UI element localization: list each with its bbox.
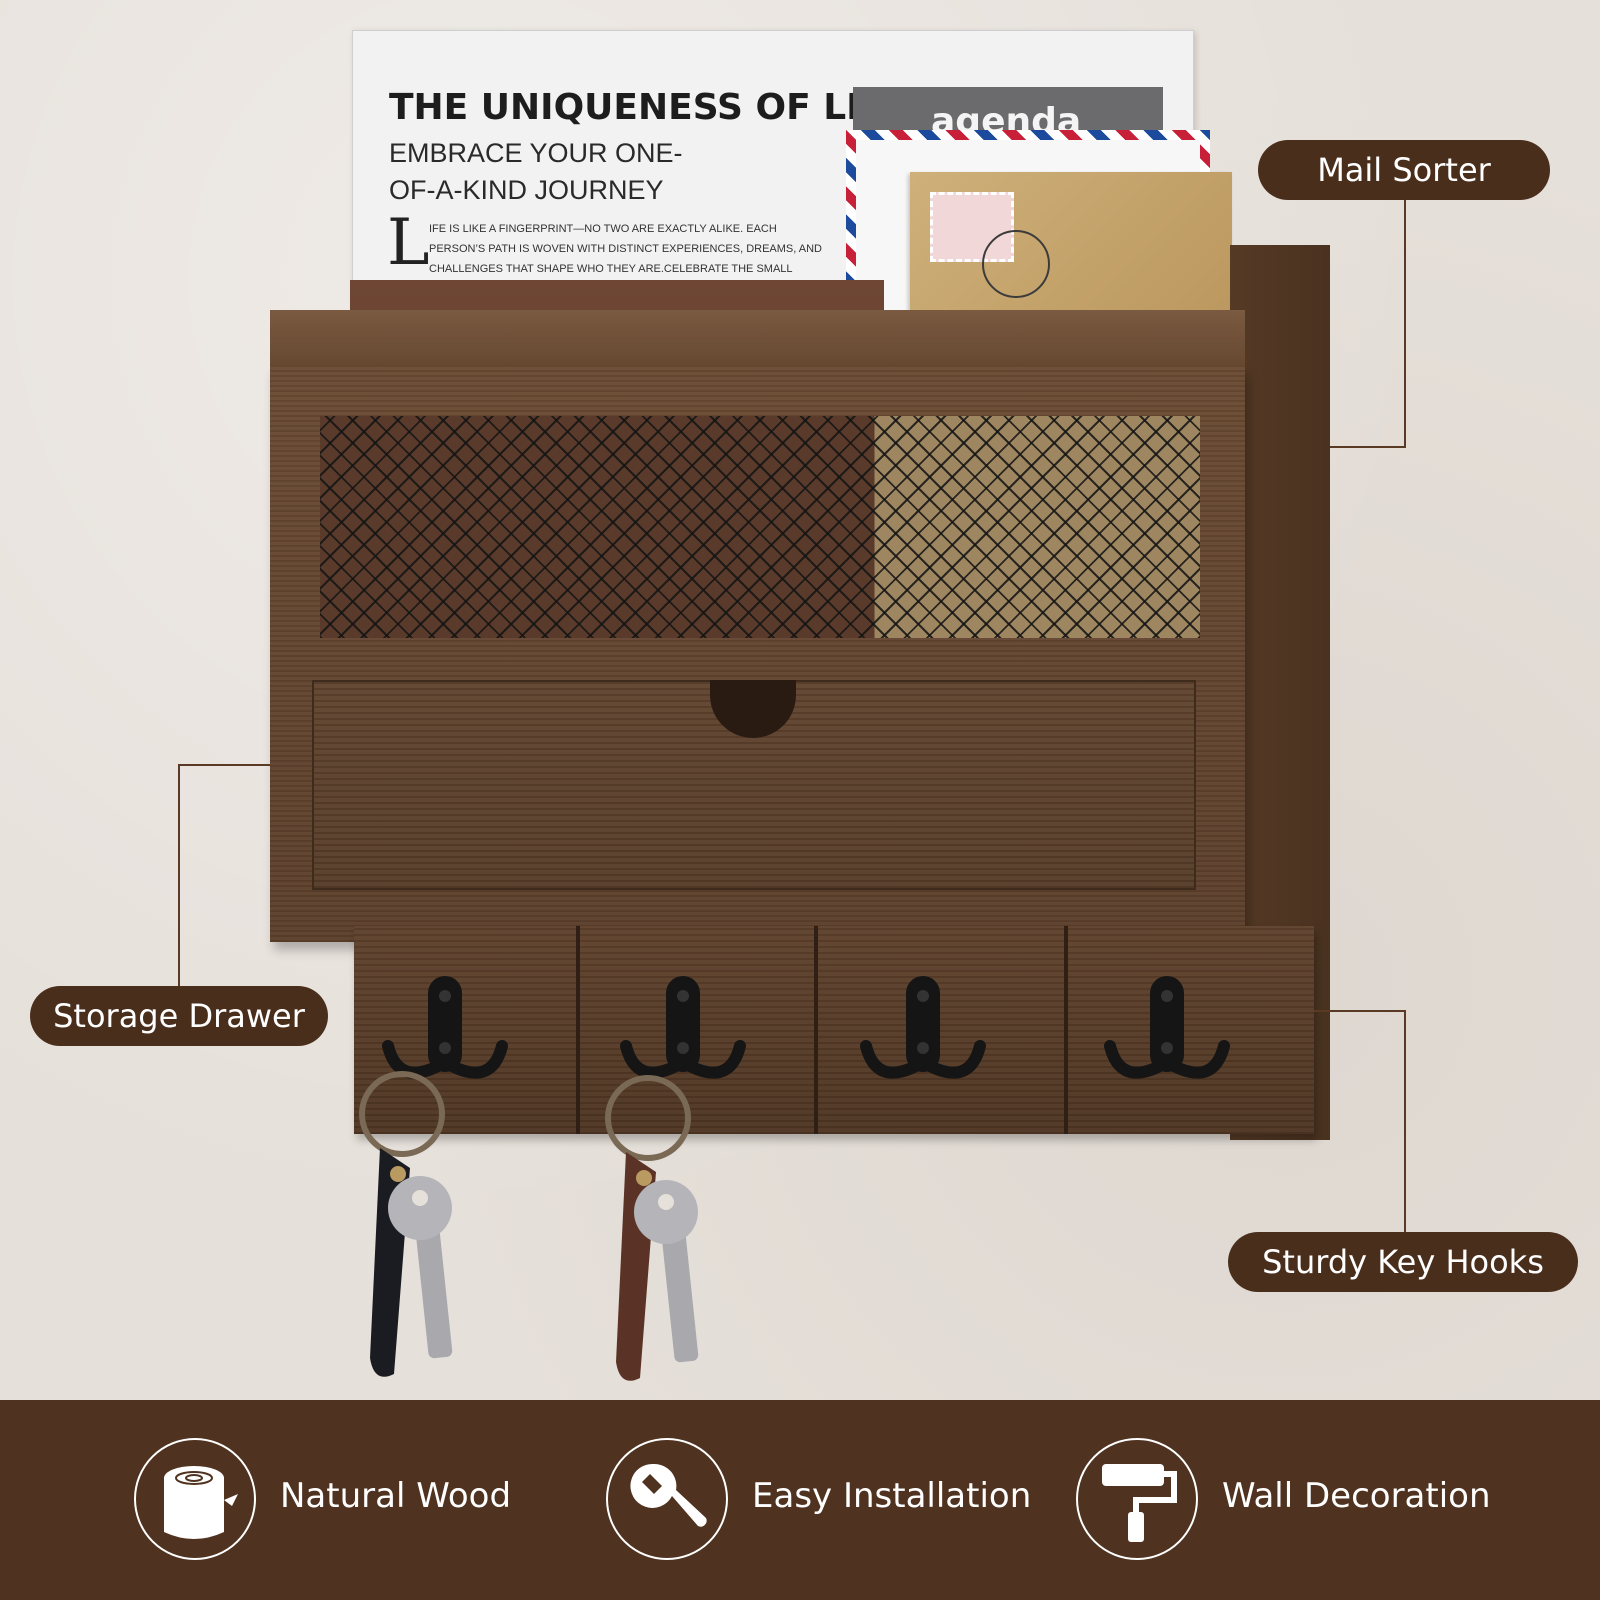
paint-roller-icon (1102, 1464, 1177, 1542)
hook-board (354, 926, 1314, 1134)
callout-line (1330, 446, 1406, 448)
callout-line (1404, 1010, 1406, 1234)
mail-slot-top (270, 310, 1245, 370)
callout-line (1404, 198, 1406, 448)
callout-storage-drawer: Storage Drawer (30, 986, 328, 1046)
feature-wall-decoration: Wall Decoration (1076, 1438, 1516, 1564)
wrench-icon (630, 1463, 707, 1527)
feature-label: Easy Installation (752, 1476, 1032, 1516)
drawer-pull-cutout[interactable] (710, 680, 796, 738)
callout-key-hooks: Sturdy Key Hooks (1228, 1232, 1578, 1292)
feature-icon-circle (1076, 1438, 1198, 1560)
wood-log-icon (164, 1466, 238, 1539)
feature-band: Natural Wood Easy Installation Wall Deco… (0, 1400, 1600, 1600)
callout-mail-sorter: Mail Sorter (1258, 140, 1550, 200)
magazine-dropcap: L (387, 206, 430, 280)
board-seam (1064, 926, 1068, 1134)
mesh-front (320, 416, 1200, 638)
magazine-subtitle: EMBRACE YOUR ONE-OF-A-KIND JOURNEY (389, 138, 683, 205)
feature-icon-circle (134, 1438, 256, 1560)
feature-easy-installation: Easy Installation (606, 1438, 1046, 1564)
double-hook-icon[interactable] (1090, 966, 1240, 1106)
callout-line (178, 764, 270, 766)
feature-natural-wood: Natural Wood (134, 1438, 534, 1564)
double-hook-icon[interactable] (368, 966, 518, 1106)
storage-drawer[interactable] (312, 680, 1196, 890)
board-seam (576, 926, 580, 1134)
double-hook-icon[interactable] (606, 966, 756, 1106)
key-set-icon (359, 1071, 453, 1377)
double-hook-icon[interactable] (846, 966, 996, 1106)
feature-label: Natural Wood (280, 1476, 512, 1516)
key-set-icon (605, 1075, 699, 1381)
callout-line (178, 764, 180, 990)
callout-line (1314, 1010, 1406, 1012)
feature-label: Wall Decoration (1222, 1476, 1491, 1516)
magazine-title: THE UNIQUENESS OF LIFE (389, 87, 909, 128)
feature-icon-circle (606, 1438, 728, 1560)
postmark (982, 230, 1050, 298)
board-seam (814, 926, 818, 1134)
